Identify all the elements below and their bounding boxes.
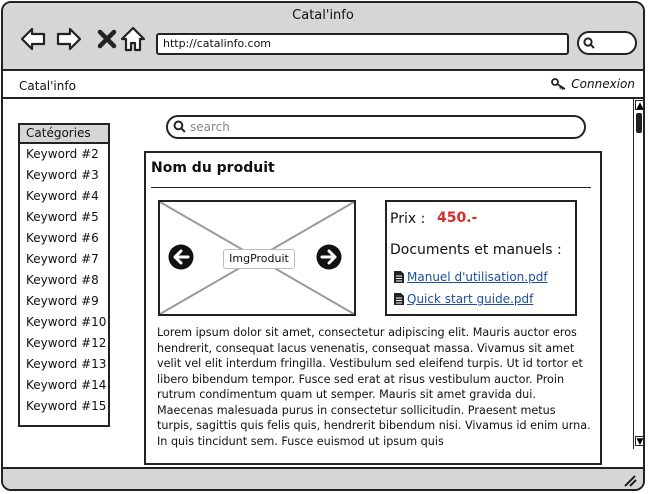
doc-link[interactable]: Manuel d'utilisation.pdf [393,270,548,284]
sidebar-item[interactable]: Keyword #10 [26,315,107,329]
sidebar-item[interactable]: Keyword #9 [26,294,99,308]
search-placeholder: search [190,120,230,134]
window-title: Catal'info [292,8,354,23]
categories-sidebar: Catégories Keyword #2 Keyword #3 Keyword… [18,123,110,427]
sidebar-item[interactable]: Keyword #2 [26,147,99,161]
product-panel: Nom du produit ImgProduit Prix : 450. [144,151,602,465]
browser-search-box[interactable] [577,31,637,55]
stop-close-icon[interactable] [93,25,121,53]
title-divider [151,187,591,188]
doc-link-label: Quick start guide.pdf [407,292,534,306]
status-bar [3,467,643,489]
sidebar-item[interactable]: Keyword #12 [26,336,107,350]
carousel-prev-icon[interactable] [168,244,194,270]
resize-grip-icon[interactable] [623,475,637,487]
image-label: ImgProduit [223,249,295,269]
login-link[interactable]: Connexion [551,77,635,91]
login-label: Connexion [571,77,635,91]
address-bar[interactable]: http://catalinfo.com [156,33,569,55]
carousel-next-icon[interactable] [316,244,342,270]
document-icon [394,271,404,283]
sidebar-item[interactable]: Keyword #4 [26,189,99,203]
sidebar-item[interactable]: Keyword #13 [26,357,107,371]
sidebar-item[interactable]: Keyword #15 [26,399,107,413]
price-value: 450.- [437,210,478,226]
sidebar-item[interactable]: Keyword #8 [26,273,99,287]
vertical-scrollbar[interactable]: ▲ ▼ [633,99,644,449]
sidebar-item[interactable]: Keyword #6 [26,231,99,245]
document-icon [394,293,404,305]
search-icon [583,37,595,49]
price-docs-box: Prix : 450.- Documents et manuels : Manu… [385,200,577,316]
site-brand[interactable]: Catal'info [19,79,76,93]
product-title: Nom du produit [151,160,275,176]
scroll-up-icon[interactable]: ▲ [635,100,644,111]
site-header: Catal'info Connexion [3,71,643,99]
product-image-carousel: ImgProduit [158,200,356,316]
sidebar-item[interactable]: Keyword #3 [26,168,99,182]
search-input[interactable]: search [166,115,586,139]
home-icon[interactable] [119,25,147,53]
scroll-thumb[interactable] [636,113,642,133]
sidebar-item[interactable]: Keyword #5 [26,210,99,224]
key-icon [551,78,566,90]
docs-title: Documents et manuels : [390,242,562,258]
forward-arrow-icon[interactable] [55,25,83,53]
scroll-down-icon[interactable]: ▼ [635,436,644,447]
doc-link-label: Manuel d'utilisation.pdf [407,270,548,284]
sidebar-header: Catégories [20,125,108,144]
sidebar-item[interactable]: Keyword #14 [26,378,107,392]
page-content: Catégories Keyword #2 Keyword #3 Keyword… [3,99,633,467]
title-bar: Catal'info http://catalinfo.com [3,3,643,71]
doc-link[interactable]: Quick start guide.pdf [393,292,533,306]
product-description: Lorem ipsum dolor sit amet, consectetur … [157,326,591,448]
sidebar-item[interactable]: Keyword #7 [26,252,99,266]
back-arrow-icon[interactable] [19,25,47,53]
price-label: Prix : [390,211,426,227]
search-icon [173,120,186,133]
